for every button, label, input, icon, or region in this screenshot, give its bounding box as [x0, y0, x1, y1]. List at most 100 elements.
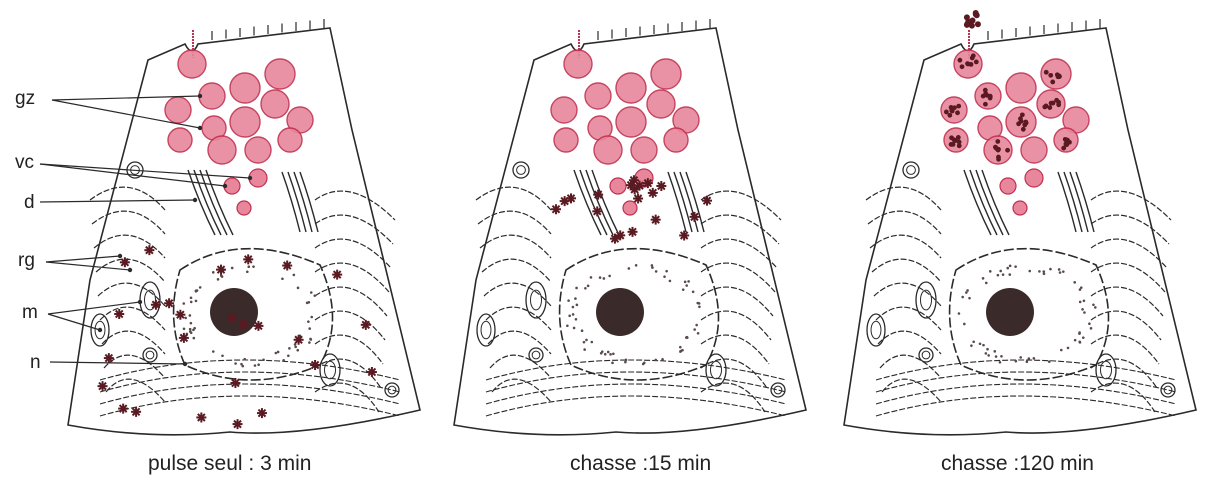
- chromatin: [989, 270, 992, 273]
- chromatin: [599, 276, 602, 279]
- chromatin: [584, 287, 587, 290]
- condensing-vacuole: [610, 178, 626, 194]
- rough-er: [872, 259, 941, 282]
- leader-line: [46, 262, 130, 270]
- zymogen-granule: [208, 136, 236, 164]
- radio-label-spot: [702, 196, 712, 206]
- chromatin: [574, 297, 577, 300]
- label-grain: [988, 94, 993, 99]
- chromatin: [281, 277, 284, 280]
- radio-label-spot: [216, 265, 226, 275]
- chromatin: [611, 362, 614, 365]
- condensing-vacuole: [1025, 169, 1043, 187]
- zymogen-granule: [651, 59, 681, 89]
- mitochondrion: [903, 162, 919, 178]
- chromatin: [697, 332, 700, 335]
- chromatin: [195, 300, 198, 303]
- radio-label-spot: [257, 408, 267, 418]
- chromatin: [1033, 357, 1036, 360]
- chromatin: [692, 290, 695, 293]
- label-grain: [1018, 116, 1023, 121]
- label-grain: [995, 139, 1000, 144]
- label-grain: [983, 102, 988, 107]
- radio-label-spot: [610, 234, 620, 244]
- chromatin: [698, 305, 701, 308]
- label-grain: [1057, 74, 1062, 79]
- leader-line: [48, 302, 140, 314]
- radio-label-spot: [151, 300, 161, 310]
- radio-label-spot: [361, 320, 371, 330]
- chromatin: [262, 358, 265, 361]
- cell-panel-chase-15: [454, 19, 806, 435]
- mitochondrion-crista: [481, 321, 491, 339]
- rough-er: [486, 307, 551, 330]
- cell-panel-chase-120: [844, 10, 1196, 435]
- leader-line: [46, 256, 120, 262]
- chromatin: [243, 358, 246, 361]
- label-grain: [965, 61, 970, 66]
- caption-chase-15: chasse :15 min: [570, 452, 711, 476]
- zymogen-granule: [647, 90, 675, 118]
- chromatin: [972, 340, 975, 343]
- rough-er: [106, 379, 165, 402]
- caption-pulse: pulse seul : 3 min: [148, 452, 311, 476]
- rough-er: [870, 235, 941, 258]
- rough-er: [486, 396, 786, 416]
- leader-arrowhead: [223, 184, 227, 188]
- mitochondrion: [919, 348, 933, 362]
- golgi-cisterna: [574, 170, 601, 235]
- radio-label-spot: [593, 190, 603, 200]
- radio-label-spot: [227, 313, 237, 323]
- chromatin: [643, 361, 646, 364]
- leader-line: [40, 200, 195, 202]
- rough-er: [315, 311, 385, 340]
- chromatin: [221, 354, 224, 357]
- granule-body: [208, 136, 236, 164]
- chromatin: [968, 297, 971, 300]
- chromatin: [601, 350, 604, 353]
- chromatin: [257, 363, 260, 366]
- chromatin: [293, 274, 296, 277]
- label-grain: [975, 21, 981, 27]
- rough-er: [1091, 191, 1171, 220]
- chromatin: [310, 316, 313, 319]
- chromatin: [287, 354, 290, 357]
- chromatin: [220, 274, 223, 277]
- chromatin: [1002, 273, 1005, 276]
- granule-body: [178, 50, 206, 78]
- chromatin: [651, 266, 654, 269]
- leader-arrowhead: [183, 362, 187, 366]
- chromatin: [1079, 341, 1082, 344]
- radio-label-spot: [164, 298, 174, 308]
- chromatin: [575, 287, 578, 290]
- chromatin: [679, 346, 682, 349]
- chromatin: [1073, 281, 1076, 284]
- chromatin: [241, 365, 244, 368]
- condensing-vacuole: [1013, 201, 1027, 215]
- chromatin: [252, 265, 255, 268]
- chromatin: [654, 359, 657, 362]
- label-grain: [981, 94, 986, 99]
- label-grain: [996, 155, 1001, 160]
- chromatin: [682, 288, 685, 291]
- radio-label-spot: [643, 178, 653, 188]
- chromatin: [687, 280, 690, 283]
- chromatin: [1006, 267, 1009, 270]
- granule-body: [278, 128, 302, 152]
- rough-er: [701, 263, 775, 292]
- chromatin: [573, 327, 576, 330]
- label-grain: [1042, 105, 1047, 110]
- rough-er: [315, 263, 389, 292]
- chromatin: [612, 352, 615, 355]
- label-grain: [1050, 80, 1055, 85]
- rough-er: [1091, 335, 1159, 364]
- chromatin: [1083, 299, 1086, 302]
- chromatin: [288, 347, 291, 350]
- golgi-cisterna: [970, 170, 997, 235]
- zymogen-granule: [944, 128, 968, 152]
- radio-label-spot: [633, 194, 643, 204]
- mitochondrion-crista: [531, 290, 542, 310]
- mitochondrion-crista: [711, 361, 722, 379]
- chromatin: [572, 306, 575, 309]
- label-grain: [1044, 70, 1049, 75]
